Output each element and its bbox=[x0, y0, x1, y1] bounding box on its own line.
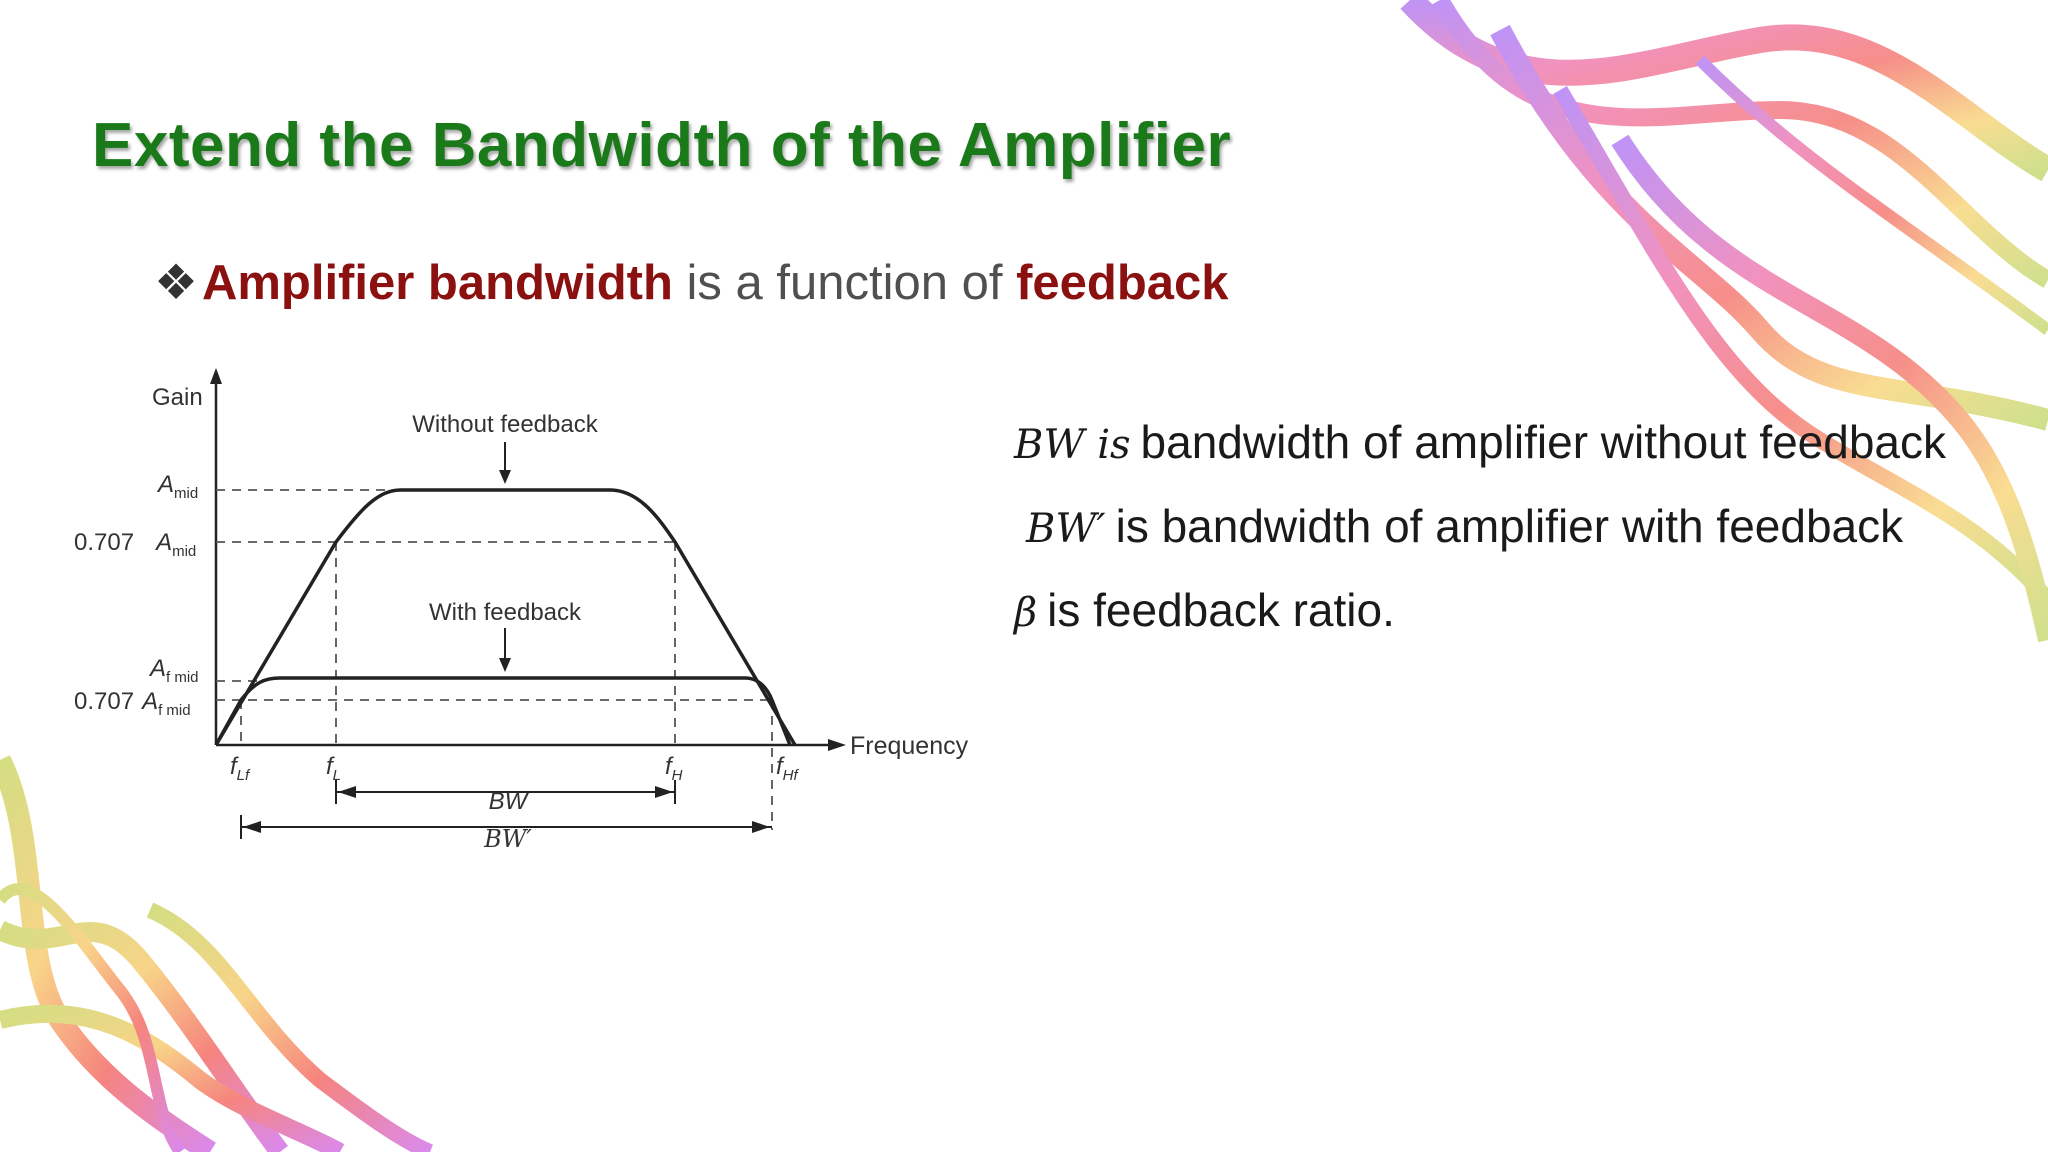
bw-prime-label: BW′ bbox=[483, 825, 532, 853]
bullet-emphasis-2: feedback bbox=[1016, 256, 1229, 310]
x-axis-label: Frequency bbox=[850, 732, 969, 760]
ribbon-bottom-left bbox=[0, 755, 434, 1152]
bandwidth-diagram: Gain Frequency Without feedback With fee… bbox=[74, 368, 969, 853]
bullet-middle-text: is a function of bbox=[672, 256, 1017, 310]
curve-without-feedback bbox=[214, 488, 797, 746]
x-axis-frequency-labels: fLf fL fH fHf bbox=[230, 753, 800, 784]
definition-symbol: BW′ bbox=[1026, 506, 1106, 552]
axes bbox=[210, 368, 846, 751]
y-axis-arrowhead bbox=[210, 368, 222, 384]
afmid-label: Af mid bbox=[148, 655, 199, 686]
definition-symbol: BW is bbox=[1014, 422, 1131, 468]
fhf-label: fHf bbox=[776, 753, 800, 784]
definition-text: is bandwidth of amplifier with feedback bbox=[1115, 500, 1904, 552]
y-axis-label: Gain bbox=[152, 384, 203, 411]
curve-with-feedback bbox=[214, 676, 792, 746]
definition-text: bandwidth of amplifier without feedback bbox=[1140, 416, 1947, 468]
bw-dimension-lines bbox=[240, 780, 772, 839]
diamond-bullet-icon: ❖ bbox=[154, 256, 198, 310]
reference-lines bbox=[216, 489, 773, 830]
bw-label: BW bbox=[489, 788, 530, 815]
flf-label: fLf bbox=[230, 753, 251, 784]
definition-symbol: β bbox=[1014, 590, 1038, 636]
ribbon-top-right bbox=[1400, 0, 2048, 643]
bullet-point: ❖Amplifier bandwidth is a function of fe… bbox=[154, 254, 1229, 311]
x-axis-arrowhead bbox=[828, 739, 846, 751]
amid-label: Amid bbox=[156, 471, 198, 502]
bullet-emphasis-1: Amplifier bandwidth bbox=[201, 256, 673, 310]
annotation-arrows bbox=[499, 442, 511, 672]
fh-label: fH bbox=[665, 753, 683, 784]
slide-title: Extend the Bandwidth of the Amplifier bbox=[92, 111, 1232, 180]
definition-bw-prime: BW′is bandwidth of amplifier with feedba… bbox=[1014, 494, 2014, 578]
fl-label: fL bbox=[326, 753, 341, 784]
without-feedback-label: Without feedback bbox=[412, 411, 598, 438]
definition-text: is feedback ratio. bbox=[1047, 584, 1395, 636]
with-feedback-label: With feedback bbox=[429, 599, 582, 626]
